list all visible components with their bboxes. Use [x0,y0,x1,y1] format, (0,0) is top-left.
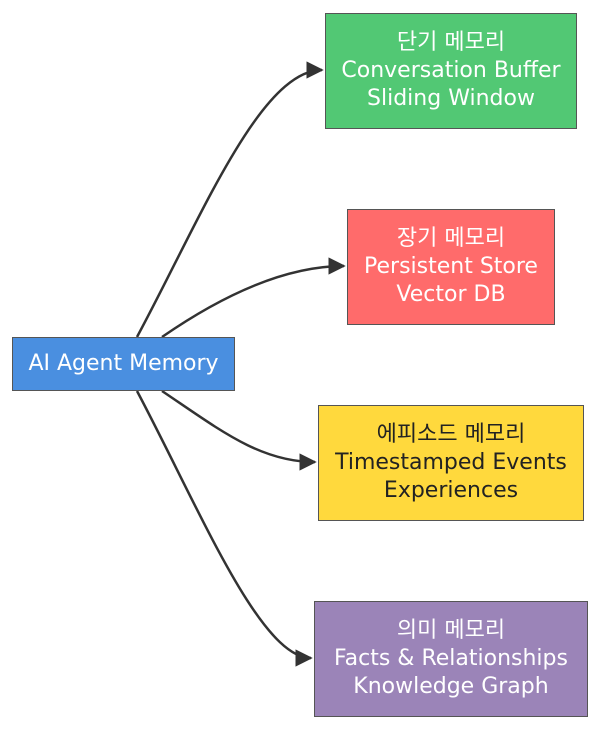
node-episodic-memory: 에피소드 메모리 Timestamped Events Experiences [318,405,584,521]
node-title: 장기 메모리 [396,226,506,251]
node-semantic-memory: 의미 메모리 Facts & Relationships Knowledge G… [314,601,588,717]
node-line: Knowledge Graph [353,674,549,699]
node-line: Sliding Window [367,86,535,111]
edge-to-semantic [135,390,313,667]
edge-to-short-term [135,61,324,338]
node-title: 에피소드 메모리 [376,422,526,447]
node-line: Experiences [383,478,519,503]
node-line: Vector DB [396,282,506,307]
node-line: Conversation Buffer [341,58,561,83]
root-node: AI Agent Memory [12,337,235,391]
edge-to-long-term [161,257,346,339]
node-line: Facts & Relationships [334,646,568,671]
node-title: 단기 메모리 [396,30,506,55]
node-title: 의미 메모리 [396,618,506,643]
edge-to-episodic [161,389,317,471]
node-line: Timestamped Events [335,450,567,475]
node-long-term-memory: 장기 메모리 Persistent Store Vector DB [347,209,555,325]
root-node-label: AI Agent Memory [28,351,219,376]
node-short-term-memory: 단기 메모리 Conversation Buffer Sliding Windo… [325,13,577,129]
node-line: Persistent Store [364,254,538,279]
